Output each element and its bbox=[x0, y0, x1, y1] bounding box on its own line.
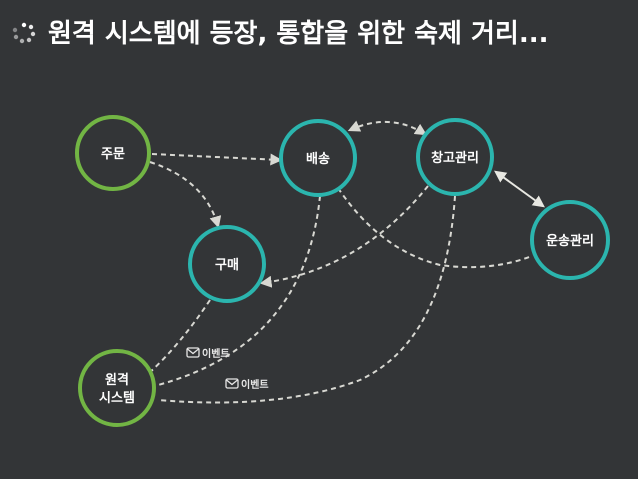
edge-warehouse-transport bbox=[494, 170, 545, 208]
edge-shipping-remote bbox=[157, 195, 321, 386]
node-warehouse: 창고관리 bbox=[416, 118, 494, 196]
event-label-2: 이벤트 bbox=[225, 378, 269, 391]
node-label: 운송관리 bbox=[546, 233, 594, 249]
edge-shipping-transport bbox=[337, 187, 533, 269]
loading-dots-icon bbox=[12, 22, 36, 44]
node-shipping: 배송 bbox=[279, 119, 357, 197]
event-label-text: 이벤트 bbox=[241, 378, 269, 391]
node-label: 창고관리 bbox=[431, 150, 479, 166]
node-label: 주문 bbox=[101, 147, 125, 162]
page-title: 원격 시스템에 등장, 통합을 위한 숙제 거리... bbox=[48, 19, 548, 49]
node-purchase: 구매 bbox=[188, 225, 266, 303]
event-label-1: 이벤트 bbox=[186, 347, 230, 360]
node-label-line2: 시스템 bbox=[99, 391, 135, 406]
envelope-icon bbox=[225, 378, 239, 389]
edge-purchase-remote bbox=[147, 299, 211, 375]
edge-order-purchase bbox=[149, 161, 222, 229]
node-label-line1: 원격 bbox=[105, 373, 129, 388]
event-label-text: 이벤트 bbox=[202, 347, 230, 360]
node-label: 구매 bbox=[215, 258, 239, 273]
node-remote-system: 원격 시스템 bbox=[78, 349, 156, 427]
diagram-edges bbox=[147, 120, 545, 404]
envelope-icon bbox=[186, 347, 200, 358]
edge-shipping-warehouse bbox=[347, 120, 428, 136]
node-order: 주문 bbox=[75, 115, 151, 191]
node-transport: 운송관리 bbox=[530, 200, 610, 280]
edge-order-shipping bbox=[151, 153, 283, 166]
edge-warehouse-remote bbox=[157, 195, 456, 404]
node-label: 배송 bbox=[306, 151, 330, 167]
edge-warehouse-purchase bbox=[259, 185, 429, 288]
